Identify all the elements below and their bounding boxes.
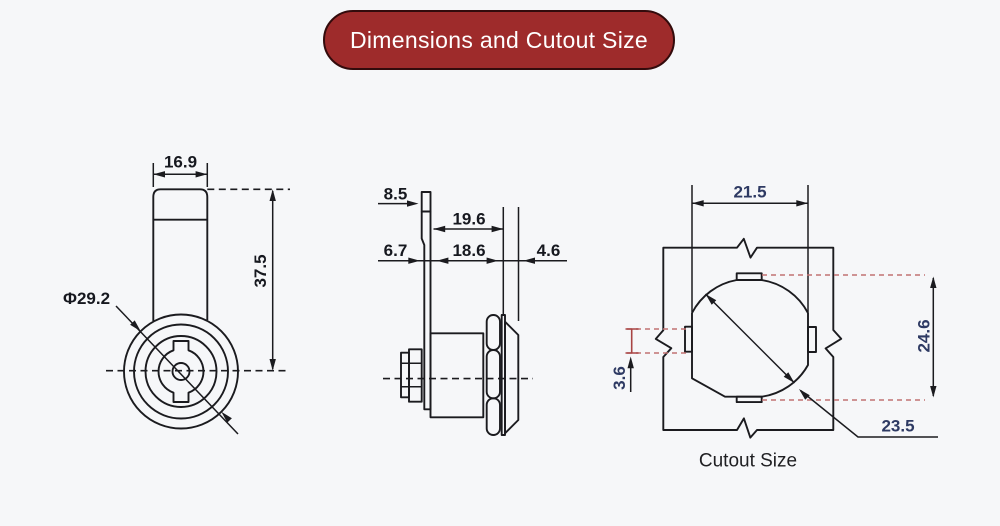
dim-flat-width-label: 21.5: [733, 183, 766, 202]
cutout-diameter-line: [704, 293, 796, 384]
side-nut-chamfers: [401, 362, 422, 388]
dim-total-height-label: 37.5: [251, 254, 270, 287]
arrow-icon: [930, 276, 937, 288]
arrow-icon: [269, 359, 276, 371]
front-keyway-outline: [157, 340, 205, 403]
title-banner: Dimensions and Cutout Size: [323, 10, 675, 70]
arrow-icon: [433, 225, 446, 233]
arrow-icon: [436, 257, 449, 264]
dim-rear-offset-label: 6.7: [384, 241, 408, 260]
dim-21-5-extensions: [691, 185, 809, 312]
notch-height-bracket: [625, 328, 639, 354]
side-washer-2: [485, 349, 501, 400]
side-washer-3: [485, 397, 501, 436]
arrow-icon: [627, 356, 634, 369]
dim-thread-length-label: 18.6: [452, 241, 485, 260]
cutout-hole-outline: [691, 279, 809, 398]
dim-notch-height-label: 3.6: [610, 366, 629, 390]
arrow-icon: [692, 200, 704, 207]
side-washer-1: [485, 314, 501, 351]
side-nut-cap: [400, 351, 410, 399]
arrow-icon: [269, 189, 276, 201]
arrow-icon: [930, 386, 937, 398]
dim-cam-width-label: 16.9: [164, 153, 197, 172]
arrow-icon: [491, 225, 504, 233]
dim-hole-diameter-label: 23.5: [881, 417, 914, 436]
dim-cam-to-flange-label: 19.6: [452, 210, 485, 229]
cutout-panel: [654, 237, 843, 439]
dim-cutout-height-label: 24.6: [915, 319, 934, 352]
dim-head-depth-label: 4.6: [537, 241, 561, 260]
dim-23-5-leader: [800, 389, 938, 438]
arrow-icon: [799, 389, 810, 400]
front-view-drawing: 16.9 37.5 Φ29.2: [63, 153, 290, 435]
arrow-icon: [783, 372, 795, 383]
arrow-icon: [796, 200, 808, 207]
arrow-icon: [153, 171, 165, 178]
side-view-drawing: 8.5 19.6 6.7 18.6 4.6: [378, 185, 567, 436]
cutout-bottom-notch: [735, 395, 763, 404]
side-nut: [408, 348, 423, 403]
arrow-icon: [130, 320, 141, 332]
arrow-icon: [221, 411, 232, 423]
dim-cam-tip-offset-label: 8.5: [384, 185, 408, 204]
cutout-left-notch: [684, 325, 693, 353]
banner-title: Dimensions and Cutout Size: [349, 26, 648, 53]
cutout-right-notch: [807, 326, 817, 353]
side-cam-strip: [420, 211, 432, 411]
cutout-drawing: 21.5 3.6 24.6 23.5 Cutout Size: [610, 183, 938, 472]
dim-face-diameter-label: Φ29.2: [63, 289, 110, 308]
side-head: [504, 320, 520, 435]
cutout-caption: Cutout Size: [699, 451, 797, 472]
front-cam-outline: [152, 188, 209, 321]
side-cam-tip: [420, 191, 432, 213]
arrow-icon: [408, 257, 420, 264]
arrow-icon: [705, 294, 717, 305]
cutout-top-notch: [735, 272, 763, 281]
side-body: [429, 332, 485, 419]
side-extension-lines: [502, 207, 520, 321]
arrow-icon: [407, 200, 419, 207]
arrow-icon: [523, 257, 535, 264]
arrow-icon: [195, 171, 208, 178]
arrow-icon: [486, 257, 499, 264]
